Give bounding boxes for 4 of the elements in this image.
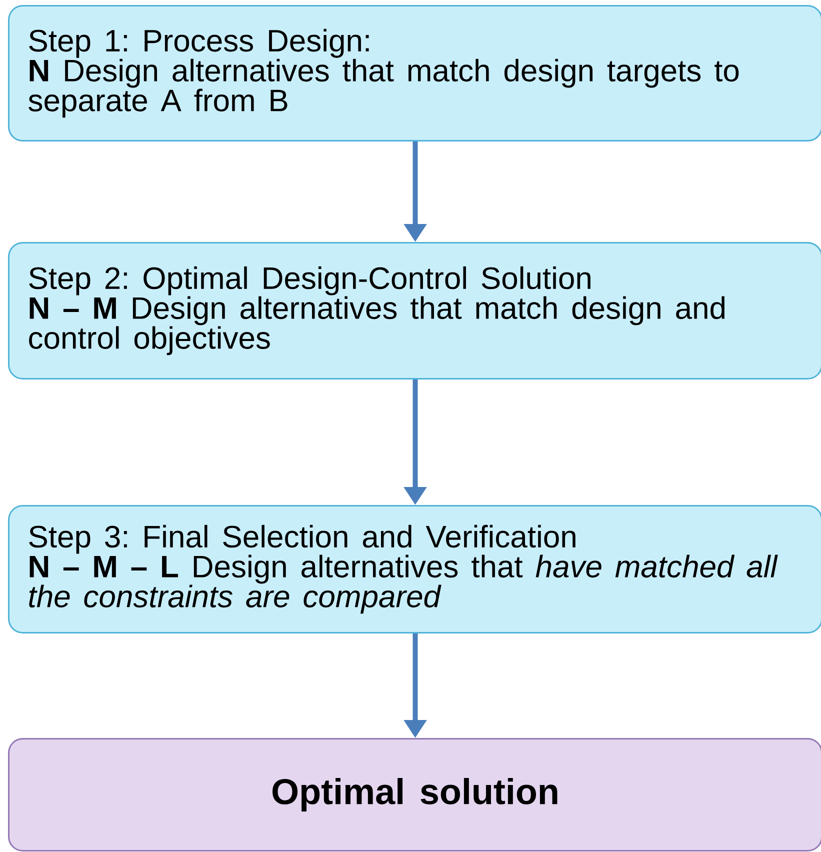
process-box: Step 2: Optimal Design-Control Solution N – M Design alternatives that match design and control objectives [8, 242, 821, 380]
process-box: Step 1: Process Design: N Design alternatives that match design targets to separate A from B [8, 5, 821, 142]
process-box: Optimal solution [8, 738, 821, 852]
process-box: Step 3: Final Selection and Verification N – M – L Design alternatives that have matched all the constraints are compared [8, 505, 821, 634]
